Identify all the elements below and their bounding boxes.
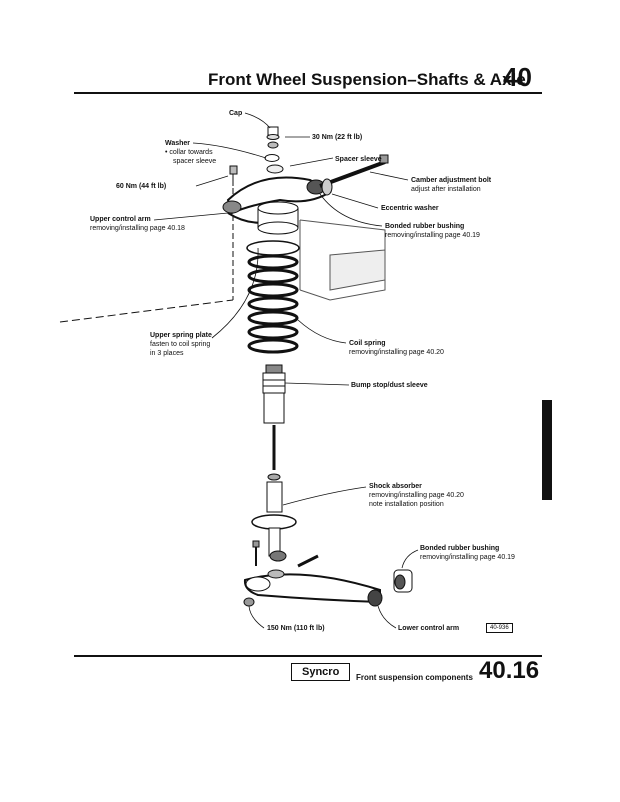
washer-note-1: • collar towards [165,149,213,156]
camber-note: adjust after installation [411,186,481,193]
upper-spring-plate [246,240,300,256]
leader-upper-arm [153,212,229,221]
coil-spring-note: removing/installing page 40.20 [349,349,444,356]
leader-150nm [248,605,265,629]
leader-bushing-lower [401,549,419,569]
lower-control-arm [243,569,383,607]
spacer-part [266,164,284,174]
bushing-upper-title: Bonded rubber bushing [385,223,465,230]
leader-camber [369,171,409,181]
leader-shock [282,486,367,506]
label-bushing-lower: Bonded rubber bushing removing/installin… [420,544,515,562]
label-shock: Shock absorber removing/installing page … [369,482,464,509]
label-upper-arm: Upper control arm removing/installing pa… [90,215,185,233]
washer-note-2: spacer sleeve [173,158,217,165]
label-spacer-sleeve: Spacer sleeve [335,156,382,163]
page-number: 40.16 [479,657,540,684]
leader-lower-arm [377,605,397,629]
leader-spring-plate [211,247,259,339]
leader-cap [244,112,271,129]
spring-plate-title: Upper spring plate [150,332,212,339]
footer-caption: Front suspension components [356,673,473,682]
bump-stop-dust-sleeve [262,364,286,424]
label-coil-spring: Coil spring removing/installing page 40.… [349,339,444,357]
label-cap: Cap [229,110,243,117]
coil-spring-title: Coil spring [349,340,386,347]
label-washer: Washer • collar towards spacer sleeve [165,139,216,166]
spring-plate-note-2: in 3 places [150,350,184,357]
label-torque-60: 60 Nm (44 ft lb) [116,183,167,190]
shock-absorber [251,425,297,562]
lower-bushing [393,569,413,593]
bolt-60nm [229,165,238,186]
bushing-upper-note: removing/installing page 40.19 [385,232,480,239]
upper-mount [257,201,299,235]
footer-rule [74,655,542,657]
label-lower-arm: Lower control arm [398,625,460,632]
shock-title: Shock absorber [369,483,422,490]
leader-bushing-upper [319,193,383,227]
leader-washer [192,142,267,159]
label-eccentric-washer: Eccentric washer [381,205,439,212]
thumb-index-tab [542,400,552,500]
leader-spacer [289,157,334,167]
page-title: Front Wheel Suspension–Shafts & Axle [208,70,526,89]
label-torque-30: 30 Nm (22 ft lb) [312,134,363,141]
upper-arm-note: removing/installing page 40.18 [90,225,185,232]
label-bushing-upper: Bonded rubber bushing removing/installin… [385,222,480,240]
body-bracket [299,219,386,301]
syncro-badge: Syncro [291,663,351,681]
upper-arm-title: Upper control arm [90,216,151,223]
label-bump-stop: Bump stop/dust sleeve [351,382,428,389]
cap-part [266,126,280,149]
shock-note-1: removing/installing page 40.20 [369,492,464,499]
label-spring-plate: Upper spring plate fasten to coil spring… [150,331,212,358]
label-torque-150: 150 Nm (110 ft lb) [267,625,325,632]
leader-60nm [195,175,229,187]
figure-code: 40-936 [486,623,513,633]
leader-coil [297,319,347,344]
washer-part [264,154,280,162]
bushing-lower-title: Bonded rubber bushing [420,545,500,552]
leader-eccentric [331,193,379,209]
label-camber: Camber adjustment bolt adjust after inst… [411,176,491,194]
spring-plate-note-1: fasten to coil spring [150,341,211,348]
lower-mount-bolts [252,540,319,568]
header-rule [74,92,542,94]
washer-title: Washer [165,140,191,147]
coil-spring [247,254,299,354]
section-number: 40 [503,62,532,92]
eccentric-washer-part [321,178,333,196]
dash-side-line [59,299,234,323]
bushing-lower-note: removing/installing page 40.19 [420,554,515,561]
shock-note-2: note installation position [369,501,444,508]
camber-title: Camber adjustment bolt [411,177,492,184]
leader-bump [284,382,350,386]
